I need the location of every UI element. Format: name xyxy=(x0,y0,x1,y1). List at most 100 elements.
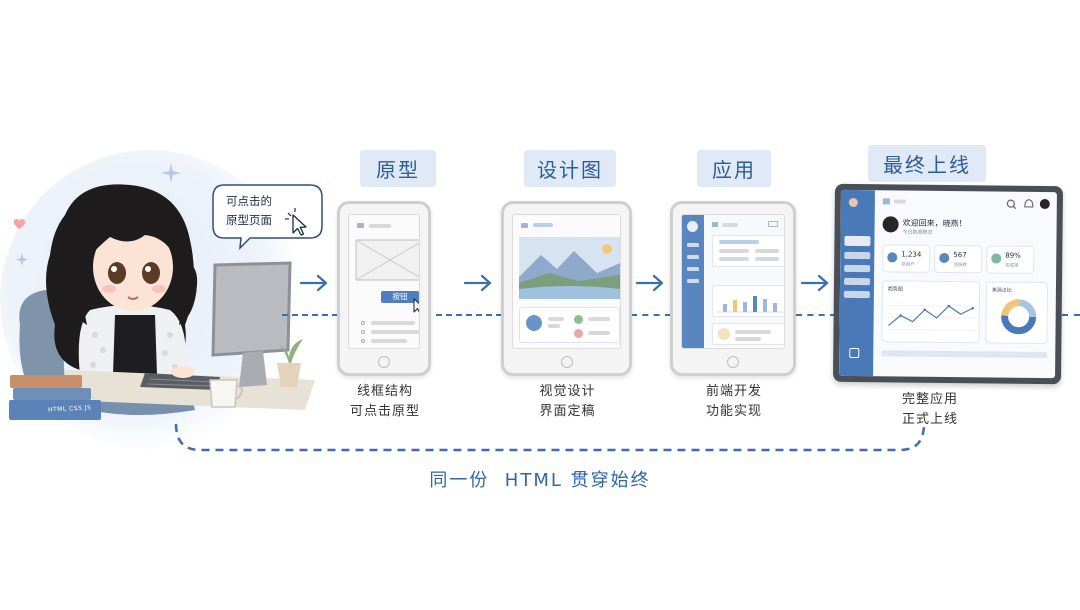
avatar xyxy=(687,221,698,232)
caption-line-1: 视觉设计 xyxy=(539,384,596,399)
arrow-right-icon xyxy=(635,274,664,292)
list-line xyxy=(371,321,415,325)
dashed-connector xyxy=(631,314,671,316)
card-line xyxy=(719,249,749,253)
cursor-icon xyxy=(413,298,419,313)
logo-placeholder xyxy=(882,198,890,205)
speech-bubble-text: 可点击的 原型页面 xyxy=(226,192,272,230)
sidebar-item[interactable] xyxy=(687,267,699,271)
sidebar-item[interactable] xyxy=(687,255,699,259)
topbar-icons xyxy=(1006,199,1050,210)
home-button xyxy=(560,356,573,368)
sidebar-item-active[interactable] xyxy=(844,235,871,247)
design-tablet xyxy=(501,201,632,376)
list-bullet xyxy=(361,330,365,334)
trend-line-chart xyxy=(886,304,977,331)
stage-title-launch: 最终上线 xyxy=(868,145,986,182)
card-line xyxy=(735,330,771,334)
sun-icon xyxy=(718,328,730,340)
feature-line xyxy=(548,317,564,321)
kpi-value: 1,234 xyxy=(901,250,922,259)
prototype-button[interactable]: 按钮 xyxy=(381,291,419,303)
kpi-label: 完成率 xyxy=(1005,263,1019,269)
stage-caption-design: 视觉设计 界面定稿 xyxy=(520,382,615,422)
bottom-label: 同一份 HTML 贯穿始终 xyxy=(429,470,651,491)
logo-placeholder xyxy=(357,223,364,228)
trend-card: 趋势图 xyxy=(881,280,981,344)
window-icon xyxy=(768,221,778,227)
caption-line-2: 正式上线 xyxy=(901,412,958,427)
stage-caption-launch: 完整应用 正式上线 xyxy=(880,390,980,430)
logo-placeholder xyxy=(712,222,718,227)
app-screen xyxy=(681,214,785,349)
stage-caption-app: 前端开发 功能实现 xyxy=(688,382,780,422)
caption-line-1: 完整应用 xyxy=(901,392,958,407)
sidebar-item[interactable] xyxy=(844,251,871,260)
sidebar-item[interactable] xyxy=(843,290,870,299)
kpi-label: 总用户 xyxy=(901,262,915,268)
list-line xyxy=(371,330,419,334)
design-screen xyxy=(512,214,621,349)
sidebar-item[interactable] xyxy=(843,277,871,286)
caption-line-1: 线框结构 xyxy=(356,384,413,399)
caption-line-1: 前端开发 xyxy=(705,384,762,399)
speech-line-1: 可点击的 xyxy=(226,194,272,208)
app-sidebar xyxy=(682,215,704,348)
feature-line xyxy=(588,331,610,335)
card-line xyxy=(719,257,749,261)
star-icon xyxy=(161,163,181,183)
feature-icon xyxy=(526,315,542,331)
trend-title: 趋势图 xyxy=(887,286,903,293)
nav-line xyxy=(533,223,553,227)
sidebar-item[interactable] xyxy=(687,279,699,283)
landscape-image xyxy=(519,237,620,299)
kpi-value: 89% xyxy=(1005,251,1021,260)
list-line xyxy=(371,339,407,343)
stage-title-prototype: 原型 xyxy=(360,150,436,187)
card-line xyxy=(755,249,779,253)
prototype-screen: 按钮 xyxy=(348,214,420,349)
image-placeholder xyxy=(355,239,419,281)
source-title: 来源占比 xyxy=(991,287,1012,294)
home-button xyxy=(378,356,390,368)
feature-icon xyxy=(574,315,583,324)
list-bullet xyxy=(361,339,365,343)
footer-bar xyxy=(881,350,1048,359)
nav-line xyxy=(893,199,906,204)
kpi-card: 567 活跃数 xyxy=(934,244,983,274)
dashed-connector xyxy=(282,314,338,316)
bar-chart-card xyxy=(712,285,784,317)
kpi-value: 567 xyxy=(953,251,967,260)
caption-line-2: 功能实现 xyxy=(705,404,762,419)
welcome-text: 欢迎回来，晓燕！ xyxy=(902,218,967,229)
app-tablet xyxy=(670,201,796,376)
stage-title-app: 应用 xyxy=(697,150,771,187)
feature-line xyxy=(588,317,610,321)
welcome-subtext: 今日数据概览 xyxy=(902,229,933,236)
sidebar-item[interactable] xyxy=(687,243,699,247)
dashed-connector xyxy=(436,314,502,316)
girl-at-computer-illustration xyxy=(9,184,315,420)
bottom-dashed-bracket xyxy=(174,423,926,452)
card-line xyxy=(719,240,759,244)
stage-title-design: 设计图 xyxy=(524,150,616,187)
info-card xyxy=(712,323,784,345)
check-icon xyxy=(991,253,1002,264)
mini-bar-chart xyxy=(717,296,783,313)
kpi-label: 活跃数 xyxy=(953,263,967,269)
arrow-right-icon xyxy=(463,274,492,292)
card-line xyxy=(735,337,761,341)
content-card xyxy=(712,235,784,267)
home-button xyxy=(727,356,739,368)
final-sidebar xyxy=(839,189,875,377)
logo-placeholder xyxy=(521,223,528,228)
settings-icon[interactable] xyxy=(849,347,860,359)
feature-icon xyxy=(574,329,583,338)
avatar xyxy=(848,197,858,208)
avatar xyxy=(882,216,899,233)
nav-line xyxy=(369,224,391,228)
dashed-connector xyxy=(1062,314,1080,316)
chart-icon xyxy=(939,252,950,264)
sparkle-icon xyxy=(13,218,28,266)
sidebar-item[interactable] xyxy=(844,264,871,273)
